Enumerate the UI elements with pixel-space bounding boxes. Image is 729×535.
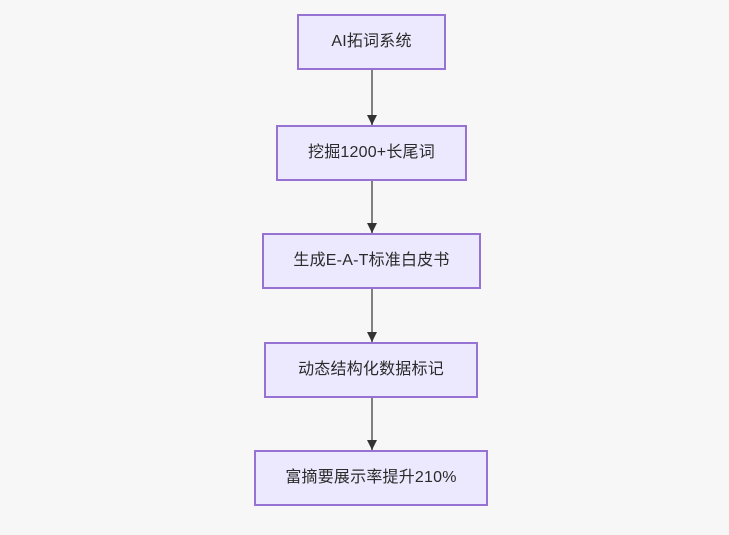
node-label: 生成E-A-T标准白皮书 bbox=[293, 252, 450, 269]
connector-arrow-3 bbox=[366, 289, 378, 342]
arrowhead-icon bbox=[367, 115, 377, 125]
connector-arrow-4 bbox=[366, 398, 378, 450]
node-label: 富摘要展示率提升210% bbox=[285, 469, 457, 486]
connector-shaft bbox=[371, 289, 373, 342]
flowchart-node-5[interactable]: 富摘要展示率提升210% bbox=[254, 450, 488, 506]
arrowhead-icon bbox=[367, 440, 377, 450]
connector-shaft bbox=[371, 181, 373, 233]
flowchart-node-3[interactable]: 生成E-A-T标准白皮书 bbox=[262, 233, 481, 289]
node-label: AI拓词系统 bbox=[331, 33, 412, 50]
flowchart-node-1[interactable]: AI拓词系统 bbox=[297, 14, 446, 70]
arrowhead-icon bbox=[367, 223, 377, 233]
arrowhead-icon bbox=[367, 332, 377, 342]
flowchart-node-2[interactable]: 挖掘1200+长尾词 bbox=[276, 125, 467, 181]
connector-shaft bbox=[371, 398, 373, 450]
connector-arrow-1 bbox=[366, 70, 378, 125]
flowchart-node-4[interactable]: 动态结构化数据标记 bbox=[264, 342, 478, 398]
node-label: 动态结构化数据标记 bbox=[298, 361, 444, 378]
connector-shaft bbox=[371, 70, 373, 125]
node-label: 挖掘1200+长尾词 bbox=[308, 144, 435, 161]
connector-arrow-2 bbox=[366, 181, 378, 233]
